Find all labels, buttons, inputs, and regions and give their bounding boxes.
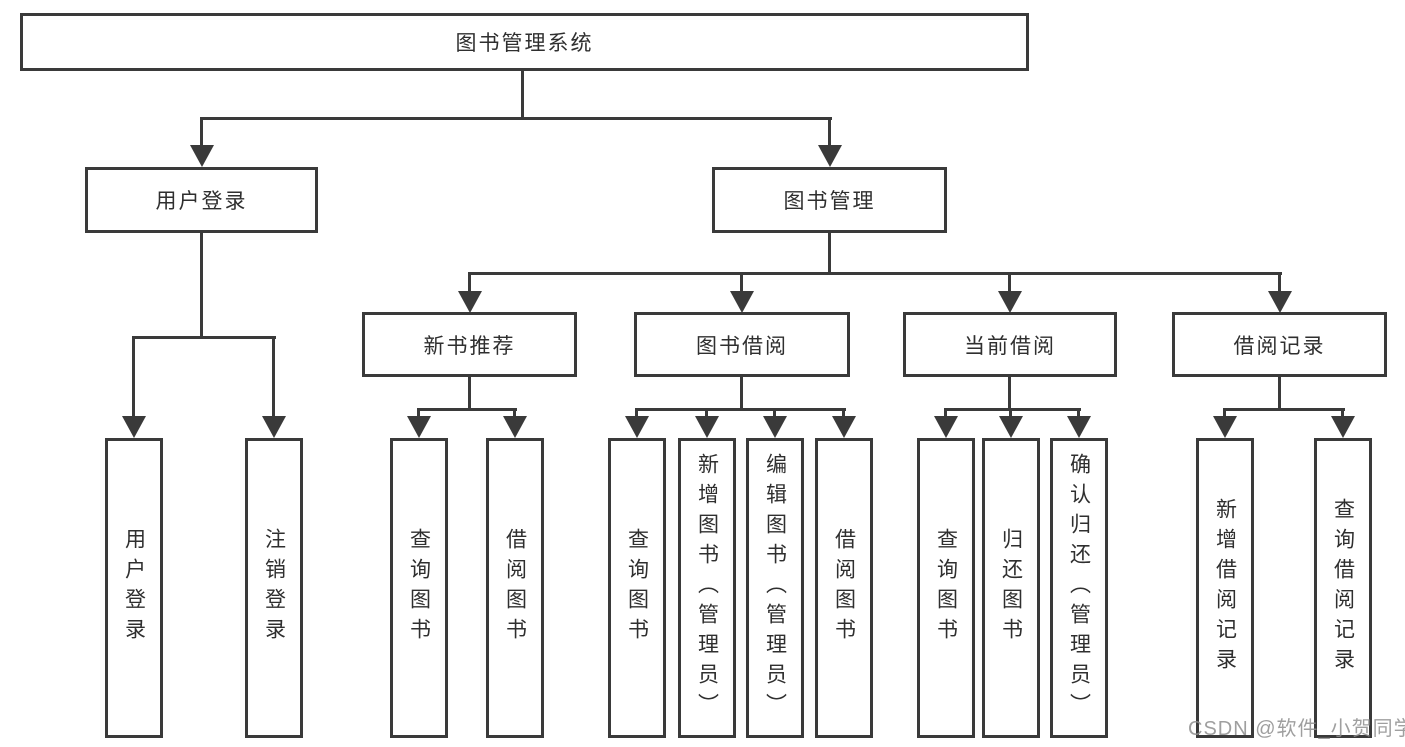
connector-bor-leaf2-drop — [705, 408, 708, 418]
leaf-add-borrow-record: 新增借阅记录 — [1196, 438, 1254, 738]
leaf-return-book-label: 归还图书 — [999, 528, 1023, 648]
connector-recd-leaf2-drop — [1341, 408, 1344, 418]
connector-book-mgmt-drop — [828, 117, 831, 147]
leaf-add-borrow-record-label: 新增借阅记录 — [1213, 498, 1237, 678]
leaf-borrowing-borrow-books: 借阅图书 — [815, 438, 873, 738]
node-root-label: 图书管理系统 — [455, 32, 594, 55]
leaf-query-borrow-record-label: 查询借阅记录 — [1331, 498, 1355, 678]
arrowhead-cur-return-book — [999, 416, 1023, 438]
connector-bor-leaf3-drop — [773, 408, 776, 418]
node-book-borrowing-label: 图书借阅 — [696, 334, 788, 358]
node-book-management: 图书管理 — [712, 167, 947, 233]
node-user-login-label: 用户登录 — [155, 190, 248, 213]
connector-bor-leaf1-drop — [635, 408, 638, 418]
connector-book-mgmt-stub — [828, 233, 831, 274]
arrowhead-leaf-user-login — [122, 416, 146, 438]
connector-borrowing-drop — [740, 272, 743, 293]
leaf-confirm-return-admin: 确认归还（管理员） — [1050, 438, 1108, 738]
leaf-recommend-query-books-label: 查询图书 — [407, 528, 431, 648]
leaf-add-book-admin-label: 新增图书（管理员） — [695, 453, 719, 723]
arrowhead-book-mgmt — [818, 145, 842, 167]
node-current-borrowing: 当前借阅 — [903, 312, 1117, 377]
arrowhead-records — [1268, 291, 1292, 313]
connector-rec-leaf1-drop — [417, 408, 420, 418]
leaf-recommend-borrow-books-label: 借阅图书 — [503, 528, 527, 648]
node-user-login: 用户登录 — [85, 167, 318, 233]
node-new-book-recommend-label: 新书推荐 — [423, 334, 516, 358]
leaf-borrowing-query-books-label: 查询图书 — [625, 528, 649, 648]
arrowhead-user-login — [190, 145, 214, 167]
arrowhead-rec-borrow-books — [503, 416, 527, 438]
arrowhead-leaf-logout — [262, 416, 286, 438]
csdn-watermark: CSDN @软件_小贺同学 — [1188, 718, 1405, 740]
connector-root-split — [201, 117, 832, 120]
leaf-logout: 注销登录 — [245, 438, 303, 738]
leaf-user-login-label: 用户登录 — [122, 528, 146, 648]
leaf-recommend-borrow-books: 借阅图书 — [486, 438, 544, 738]
leaf-current-query-books: 查询图书 — [917, 438, 975, 738]
node-new-book-recommend: 新书推荐 — [362, 312, 577, 377]
leaf-logout-label: 注销登录 — [262, 528, 286, 648]
connector-recommend-stub — [468, 377, 471, 410]
connector-current-stub — [1008, 377, 1011, 410]
connector-recd-leaf1-drop — [1223, 408, 1226, 418]
node-current-borrowing-label: 当前借阅 — [964, 334, 1056, 358]
connector-records-split — [1223, 408, 1345, 411]
node-book-borrowing: 图书借阅 — [634, 312, 850, 377]
connector-root-stub — [521, 71, 524, 119]
connector-bor-leaf4-drop — [842, 408, 845, 418]
node-book-management-label: 图书管理 — [783, 190, 876, 213]
connector-borrowing-split — [635, 408, 846, 411]
leaf-recommend-query-books: 查询图书 — [390, 438, 448, 738]
connector-user-login-drop — [200, 117, 203, 147]
leaf-borrowing-query-books: 查询图书 — [608, 438, 666, 738]
connector-cur-leaf3-drop — [1077, 408, 1080, 418]
arrowhead-bor-borrow-books — [832, 416, 856, 438]
connector-user-login-split — [132, 336, 276, 339]
connector-records-stub — [1278, 377, 1281, 410]
connector-current-drop — [1008, 272, 1011, 293]
connector-user-login-stub — [200, 233, 203, 338]
node-borrowing-records-label: 借阅记录 — [1233, 334, 1326, 358]
connector-rec-leaf2-drop — [513, 408, 516, 418]
connector-level3-split — [468, 272, 1282, 275]
leaf-add-book-admin: 新增图书（管理员） — [678, 438, 736, 738]
connector-leaf-user-login-drop — [132, 336, 135, 418]
leaf-edit-book-admin-label: 编辑图书（管理员） — [763, 453, 787, 723]
arrowhead-bor-edit-book — [763, 416, 787, 438]
arrowhead-cur-confirm-return — [1067, 416, 1091, 438]
leaf-borrowing-borrow-books-label: 借阅图书 — [832, 528, 856, 648]
leaf-confirm-return-admin-label: 确认归还（管理员） — [1067, 453, 1091, 723]
arrowhead-bor-add-book — [695, 416, 719, 438]
arrowhead-cur-query-books — [934, 416, 958, 438]
leaf-current-query-books-label: 查询图书 — [934, 528, 958, 648]
connector-borrowing-stub — [740, 377, 743, 410]
leaf-return-book: 归还图书 — [982, 438, 1040, 738]
node-root: 图书管理系统 — [20, 13, 1029, 71]
connector-cur-leaf2-drop — [1009, 408, 1012, 418]
arrowhead-borrowing — [730, 291, 754, 313]
arrowhead-rec-query-books — [407, 416, 431, 438]
arrowhead-bor-query-books — [625, 416, 649, 438]
leaf-user-login: 用户登录 — [105, 438, 163, 738]
connector-leaf-logout-drop — [272, 336, 275, 418]
connector-recommend-split — [417, 408, 517, 411]
connector-recommend-drop — [468, 272, 471, 293]
arrowhead-current — [998, 291, 1022, 313]
arrowhead-recommend — [458, 291, 482, 313]
leaf-edit-book-admin: 编辑图书（管理员） — [746, 438, 804, 738]
arrowhead-recd-add-record — [1213, 416, 1237, 438]
leaf-query-borrow-record: 查询借阅记录 — [1314, 438, 1372, 738]
connector-records-drop — [1278, 272, 1281, 293]
connector-current-split — [944, 408, 1081, 411]
node-borrowing-records: 借阅记录 — [1172, 312, 1387, 377]
connector-cur-leaf1-drop — [944, 408, 947, 418]
arrowhead-recd-query-record — [1331, 416, 1355, 438]
